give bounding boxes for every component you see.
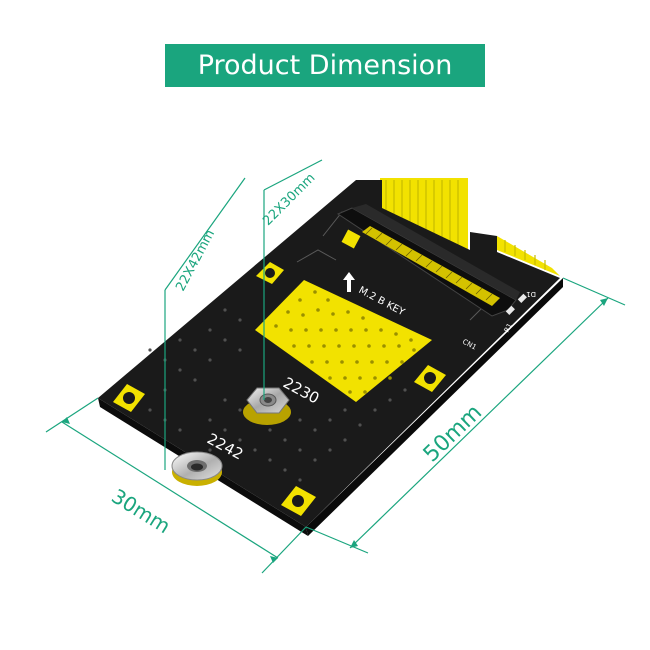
product-dimension-banner: Product Dimension: [165, 44, 485, 87]
arrow-up-icon: [343, 272, 355, 292]
mounting-pad-left: [113, 384, 145, 412]
mounting-pad-top-left: [256, 262, 284, 284]
mounting-pad-bottom: [281, 486, 316, 516]
dimension-arrows: [62, 298, 608, 563]
standoff-2242: [171, 451, 223, 486]
r1-ref: R1: [503, 322, 514, 334]
smd-led: [517, 293, 527, 303]
board-vias: [148, 308, 407, 482]
m2-connector: [336, 204, 520, 317]
d1-ref: D1: [526, 290, 536, 298]
banner-title: Product Dimension: [197, 50, 453, 81]
pcb-edge-right: [306, 278, 563, 536]
pad-vias: [274, 290, 416, 394]
gold-fingers: [380, 178, 560, 276]
smd-resistor: [505, 305, 515, 315]
standoff-2230: [243, 387, 291, 425]
gold-heatsink-pad: [255, 280, 432, 402]
callout-22x42: 22X42mm: [173, 227, 218, 293]
mounting-pad-right: [414, 365, 446, 392]
dimension-width: 30mm: [107, 484, 174, 538]
dimension-lines: [45, 159, 626, 574]
